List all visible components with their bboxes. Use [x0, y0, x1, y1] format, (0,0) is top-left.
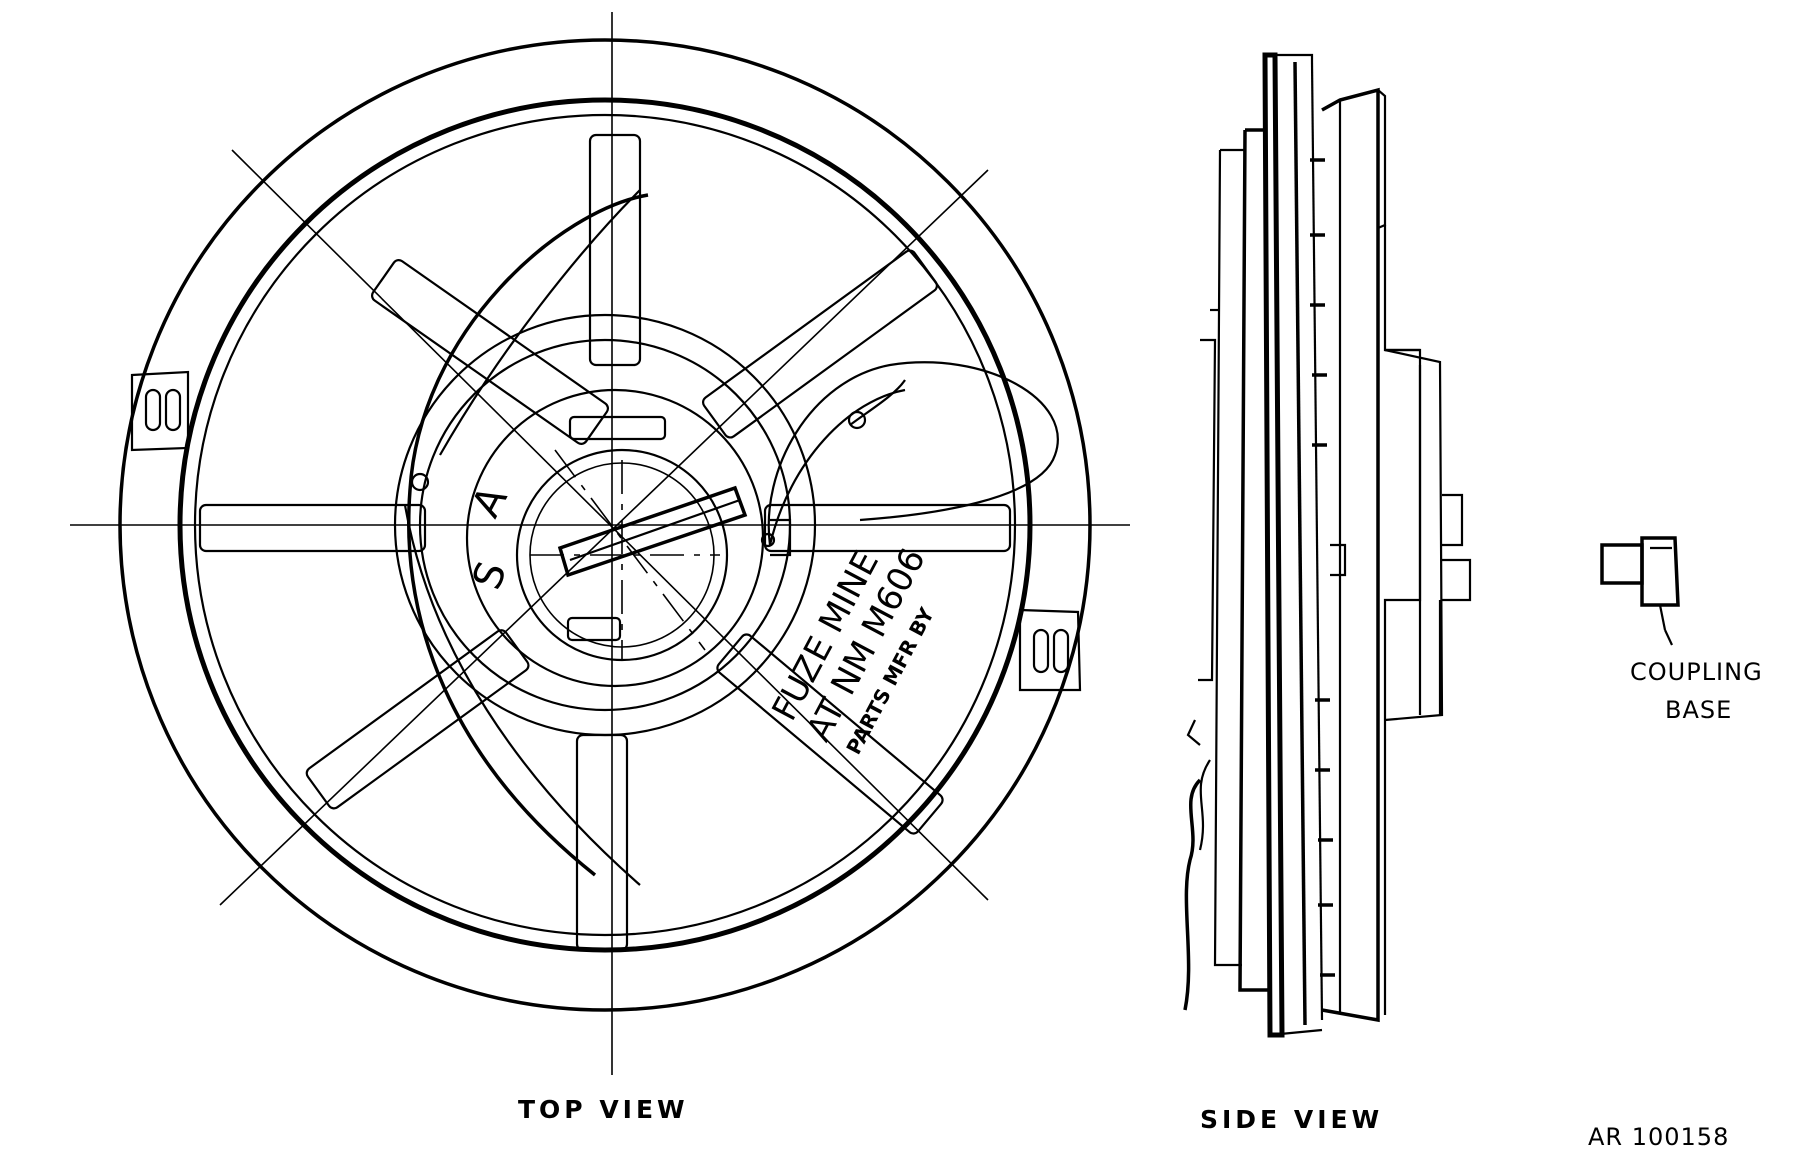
hub — [393, 313, 817, 737]
coupling-label-line1: COUPLING — [1630, 658, 1763, 686]
spoke-upper-right — [702, 249, 938, 439]
side-view-boss — [1384, 348, 1472, 722]
rim-slot-right — [1018, 608, 1082, 692]
coupling-label-line2: BASE — [1665, 696, 1732, 724]
spoke-upper-left — [371, 259, 609, 445]
arm-letter: A — [463, 478, 517, 524]
safe-letter: S — [464, 556, 516, 596]
side-view-wire — [1183, 778, 1202, 1011]
spokes — [198, 133, 1012, 952]
side-view — [1183, 52, 1472, 1038]
spoke-bottom — [575, 733, 629, 952]
side-view-caption: SIDE VIEW — [1200, 1105, 1383, 1134]
figure-id: AR 100158 — [1588, 1123, 1729, 1151]
spoke-lower-right — [716, 633, 944, 835]
top-view-centerlines — [70, 12, 1130, 1075]
fuze-marking: FUZE MINE AT NM M606 PARTS MFR BY — [764, 542, 939, 759]
top-view: A S FUZE MINE AT NM M606 PARTS MFR BY — [70, 12, 1130, 1075]
top-view-caption: TOP VIEW — [518, 1095, 689, 1124]
coupling-base — [1600, 536, 1680, 646]
arming-slot — [557, 485, 748, 578]
wire-anchor — [760, 532, 776, 548]
wire-loop-left — [410, 472, 430, 492]
wire-loop-right — [847, 410, 867, 430]
rim-slot-left — [130, 370, 190, 452]
side-view-ribs — [1310, 158, 1335, 977]
spoke-right — [763, 503, 1012, 553]
safety-wire — [403, 189, 1059, 886]
spoke-lower-left — [305, 629, 530, 810]
spoke-top — [588, 133, 642, 367]
spoke-left — [198, 503, 427, 553]
